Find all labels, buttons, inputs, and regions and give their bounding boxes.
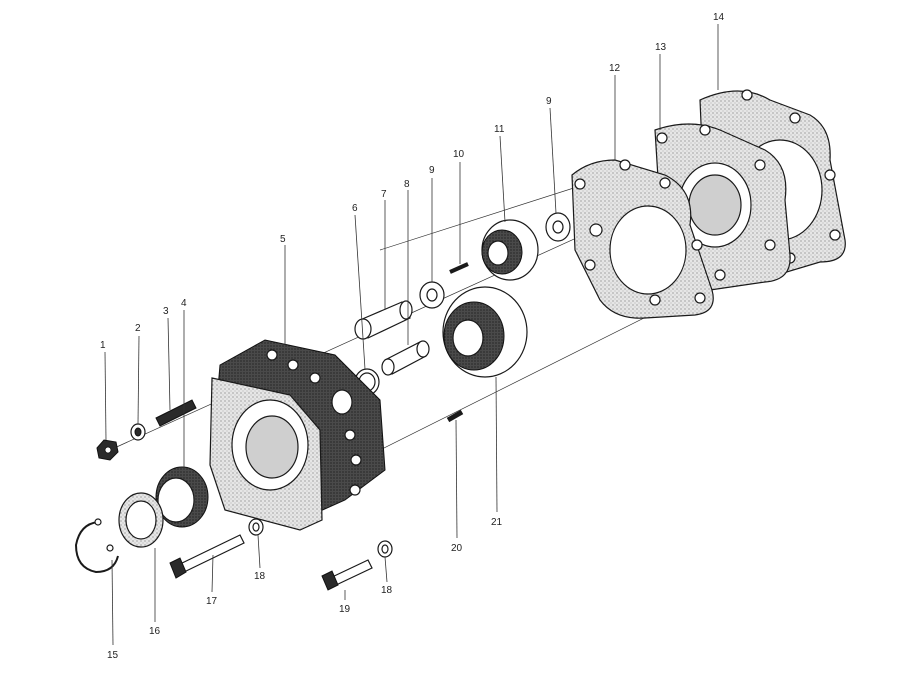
part-20-dowel: [446, 409, 464, 423]
part-21-large-gear: [442, 286, 528, 378]
part-18-washer-right: [377, 540, 393, 558]
callout-14: 14: [713, 12, 725, 23]
callout-17: 17: [206, 596, 218, 607]
part-5-pump-housing: [209, 339, 386, 531]
part-10-pin: [449, 262, 469, 274]
callout-5: 5: [280, 234, 286, 245]
part-8-fitting: [381, 340, 430, 376]
callout-9-middle: 9: [429, 165, 435, 176]
part-12-gasket: [571, 159, 714, 319]
part-3-stud: [155, 399, 197, 427]
part-11-small-gear: [481, 219, 539, 281]
part-2-washer: [130, 423, 146, 441]
leader-lines: [104, 24, 719, 646]
part-16-seal: [118, 492, 164, 548]
part-9-washer-upper: [545, 212, 571, 242]
callout-2: 2: [135, 323, 141, 334]
callout-15: 15: [107, 650, 119, 661]
callout-8: 8: [404, 179, 410, 190]
callout-6: 6: [352, 203, 358, 214]
callout-19: 19: [339, 604, 351, 615]
callout-13: 13: [655, 42, 667, 53]
callout-3: 3: [163, 306, 169, 317]
callout-10: 10: [453, 149, 465, 160]
part-1-nut: [96, 439, 119, 461]
callout-16: 16: [149, 626, 161, 637]
part-9-washer-middle: [419, 281, 445, 309]
callout-11: 11: [494, 124, 505, 135]
part-19-bolt: [321, 559, 373, 591]
callout-21: 21: [491, 517, 503, 528]
callout-4: 4: [181, 298, 187, 309]
part-4-bearing: [155, 466, 209, 528]
callout-7: 7: [381, 189, 387, 200]
callout-20: 20: [451, 543, 463, 554]
callout-18-right: 18: [381, 585, 393, 596]
part-13-cover-body: [654, 123, 791, 291]
callout-18-left: 18: [254, 571, 266, 582]
callout-1: 1: [100, 340, 106, 351]
part-15-circlip: [74, 518, 119, 574]
part-17-bolt: [169, 534, 245, 579]
part-7-bushing: [354, 300, 413, 340]
part-18-washer-left: [248, 518, 264, 536]
callout-labels: 1 2 3 4 5 6 7 8 9 9 10 11 12 13 14 15 16…: [100, 12, 725, 661]
callout-9-upper: 9: [546, 96, 552, 107]
callout-12: 12: [609, 63, 621, 74]
